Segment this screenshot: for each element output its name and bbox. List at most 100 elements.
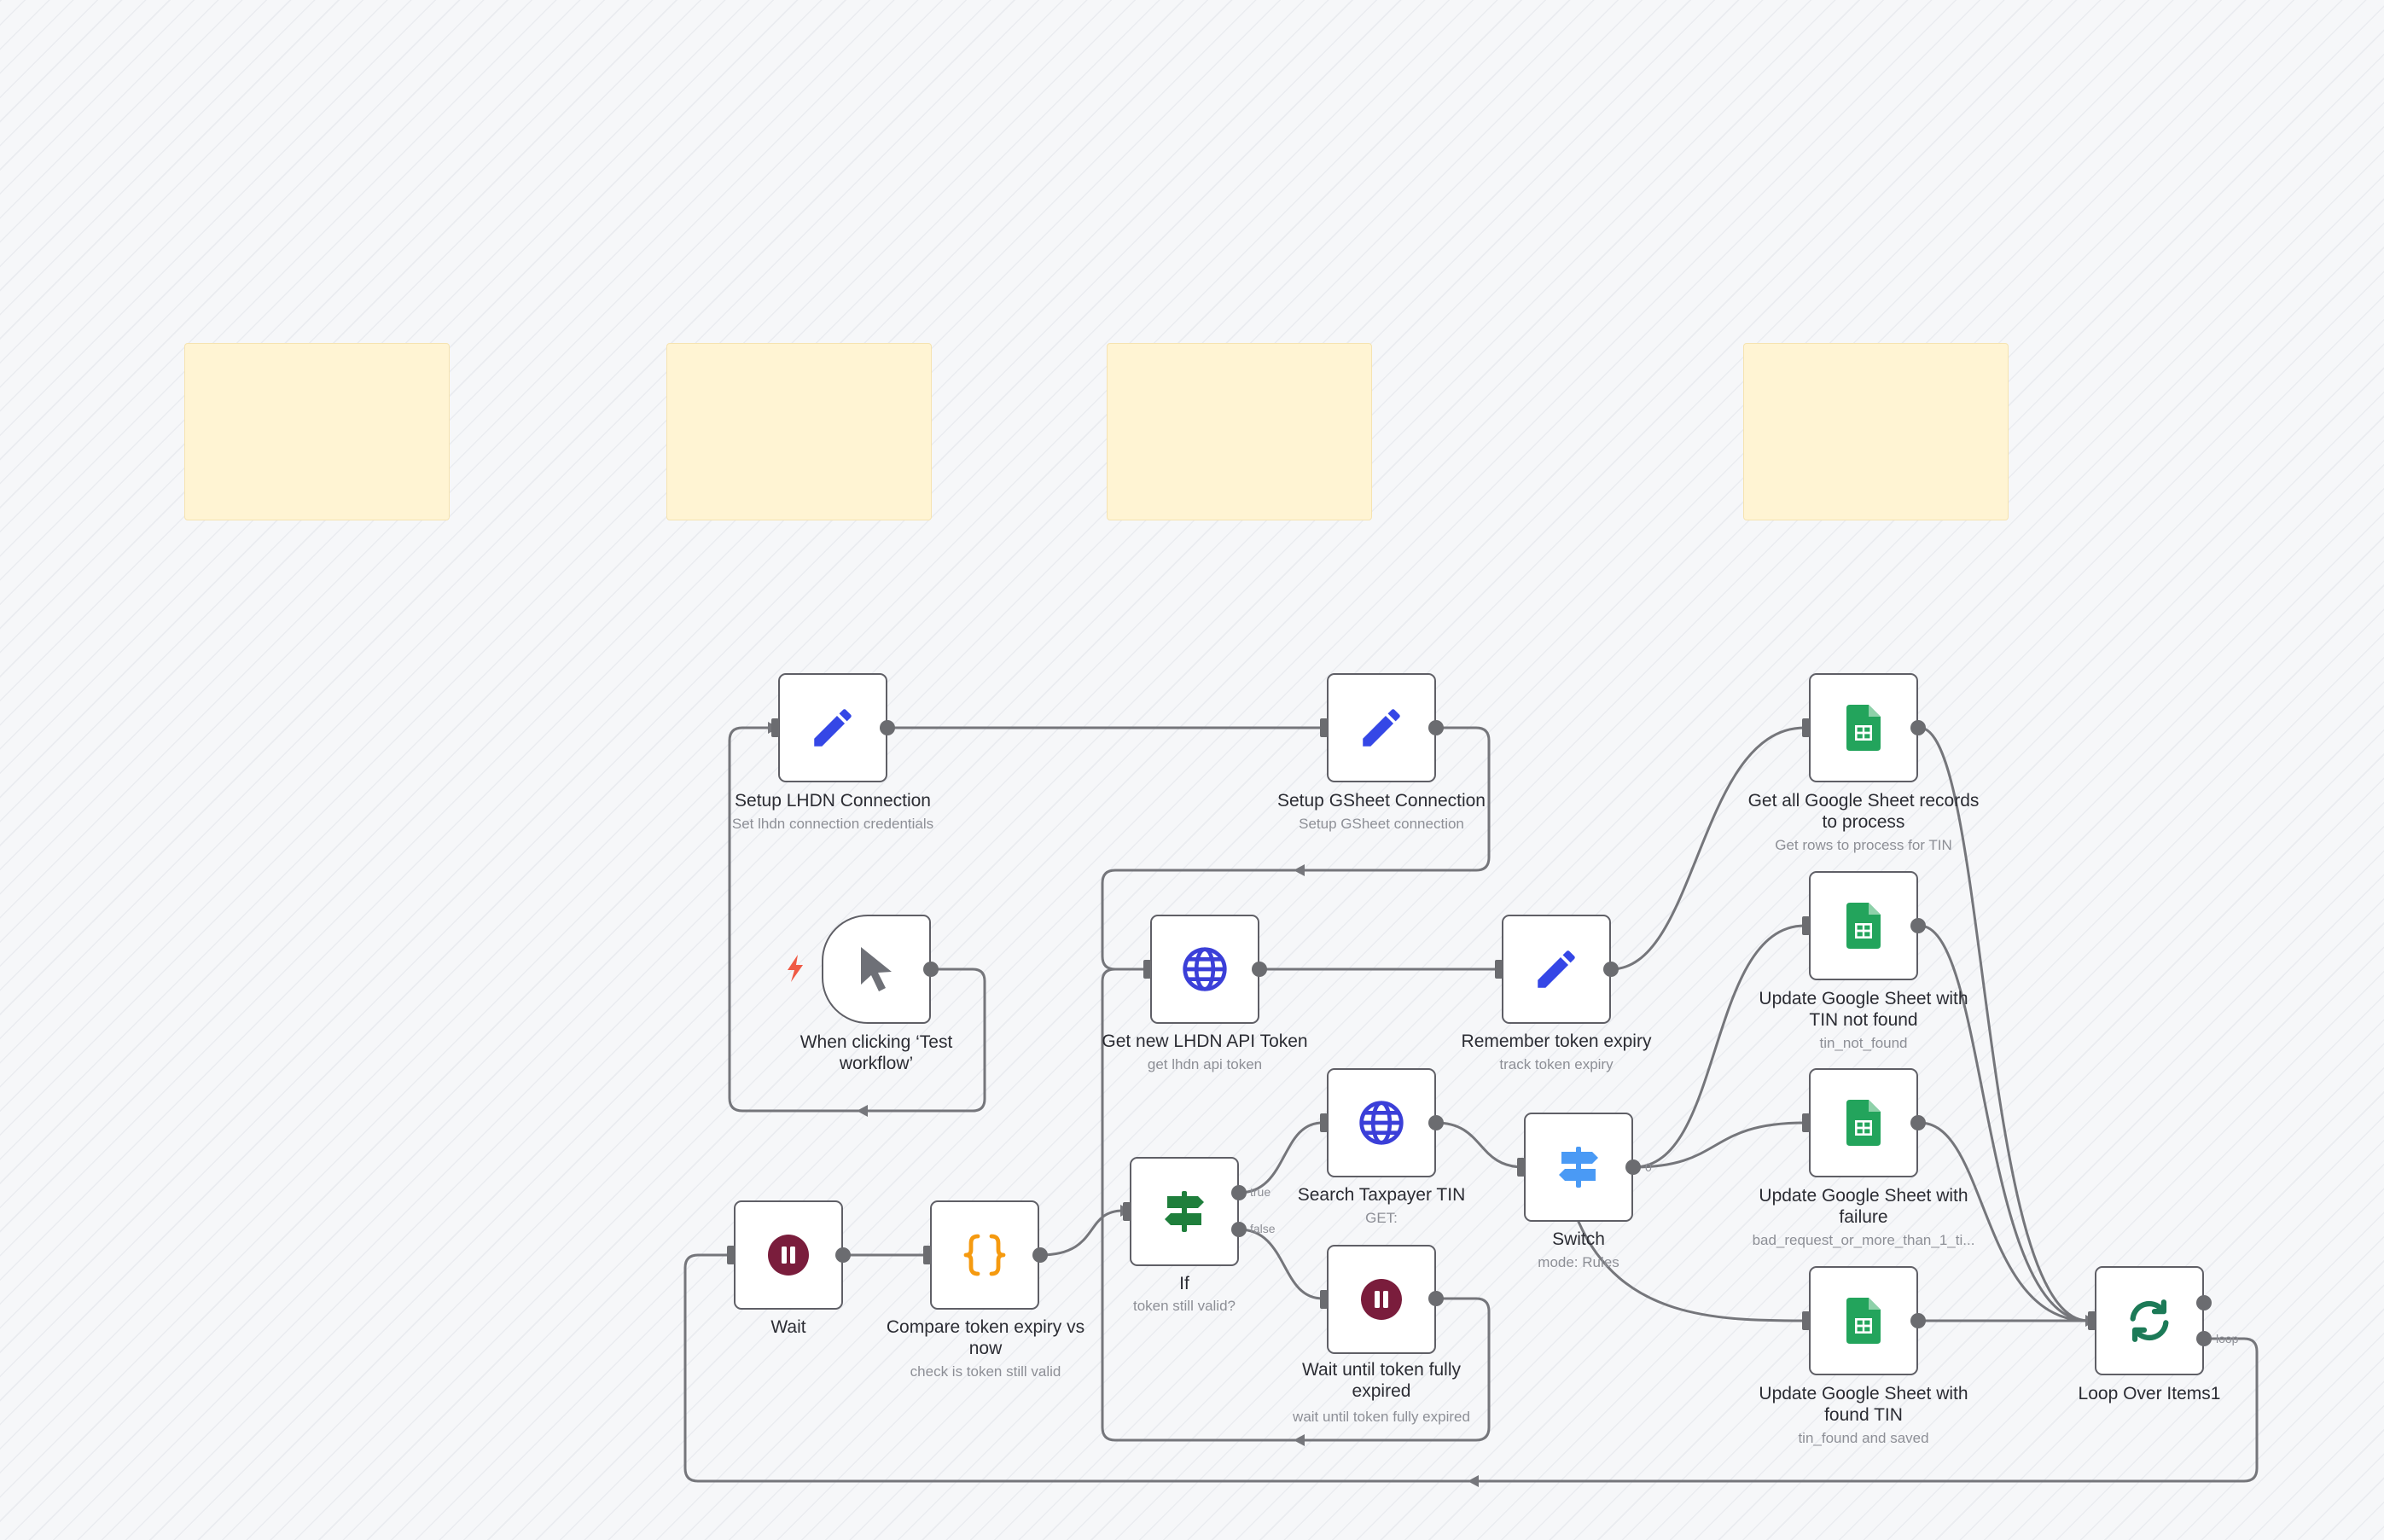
- output-port-done[interactable]: [2196, 1295, 2212, 1310]
- output-port[interactable]: [923, 962, 939, 977]
- globe-icon: [1358, 1099, 1405, 1147]
- input-port[interactable]: [1320, 1290, 1328, 1309]
- input-port[interactable]: [1517, 1158, 1525, 1177]
- node-wait-until-token-expired[interactable]: [1327, 1245, 1436, 1354]
- node-loop-over-items[interactable]: [2095, 1266, 2204, 1375]
- input-port[interactable]: [771, 718, 779, 737]
- output-port-true[interactable]: [1231, 1185, 1247, 1200]
- connection: [1038, 1209, 1125, 1257]
- connection: [1237, 1228, 1324, 1300]
- sticky-note[interactable]: [184, 343, 450, 520]
- output-port-false[interactable]: [1231, 1222, 1247, 1237]
- node-if[interactable]: [1130, 1157, 1239, 1266]
- output-port[interactable]: [1603, 962, 1619, 977]
- node-subtitle: token still valid?: [1132, 1298, 1236, 1314]
- pencil-icon: [808, 703, 858, 753]
- node-get-lhdn-api-token[interactable]: [1150, 915, 1259, 1024]
- output-port[interactable]: [1428, 1115, 1444, 1130]
- input-port[interactable]: [1495, 960, 1503, 979]
- output-port[interactable]: [880, 720, 895, 735]
- input-port[interactable]: [1802, 718, 1810, 737]
- pencil-icon: [1532, 944, 1581, 994]
- output-label-loop: loop: [2216, 1332, 2239, 1345]
- node-subtitle: tin_found and saved: [1798, 1430, 1929, 1446]
- node-wait[interactable]: [734, 1200, 843, 1310]
- node-setup-gsheet-connection[interactable]: [1327, 673, 1436, 782]
- output-port-loop[interactable]: [2196, 1331, 2212, 1346]
- node-manual-trigger[interactable]: [822, 915, 931, 1024]
- node-title: Update Google Sheet with TIN not found: [1759, 989, 1968, 1030]
- input-port[interactable]: [1802, 916, 1810, 935]
- node-switch[interactable]: [1524, 1113, 1633, 1222]
- node-title: Remember token expiry: [1461, 1032, 1652, 1051]
- node-subtitle: GET:: [1365, 1210, 1398, 1226]
- output-port[interactable]: [1252, 962, 1267, 977]
- output-port[interactable]: [1910, 918, 1926, 933]
- output-port[interactable]: [1428, 1291, 1444, 1306]
- output-port[interactable]: [1032, 1247, 1048, 1263]
- connection: [1632, 1121, 1806, 1169]
- arrowhead: [857, 1105, 868, 1117]
- input-port[interactable]: [1320, 718, 1328, 737]
- node-title: When clicking ‘Test workflow’: [800, 1032, 953, 1073]
- node-subtitle: wait until token fully expired: [1293, 1409, 1470, 1425]
- signpost-icon: [1160, 1188, 1208, 1235]
- connection: [1918, 1121, 2090, 1322]
- input-port[interactable]: [1802, 1311, 1810, 1330]
- google-sheets-icon: [1846, 1100, 1881, 1146]
- node-update-sheet-tin-not-found[interactable]: [1809, 871, 1918, 980]
- node-subtitle: bad_request_or_more_than_1_ti...: [1752, 1232, 1975, 1248]
- output-port[interactable]: [835, 1247, 851, 1263]
- pause-icon: [1361, 1279, 1402, 1320]
- output-port[interactable]: [1625, 1159, 1641, 1175]
- input-port[interactable]: [1143, 960, 1151, 979]
- node-subtitle: get lhdn api token: [1147, 1056, 1263, 1072]
- output-label-false: false: [1250, 1222, 1276, 1235]
- node-compare-token-expiry[interactable]: [930, 1200, 1039, 1310]
- node-setup-lhdn-connection[interactable]: [778, 673, 887, 782]
- arrowhead: [1468, 1475, 1479, 1487]
- output-port[interactable]: [1428, 720, 1444, 735]
- output-port[interactable]: [1910, 720, 1926, 735]
- output-port[interactable]: [1910, 1313, 1926, 1328]
- node-subtitle: Set lhdn connection credentials: [731, 816, 934, 832]
- connection: [1434, 1121, 1526, 1169]
- lightning-bolt-icon: [786, 955, 805, 986]
- output-port[interactable]: [1910, 1115, 1926, 1130]
- node-title: Setup LHDN Connection: [735, 791, 931, 811]
- output-label-true: true: [1250, 1185, 1271, 1199]
- input-port[interactable]: [1802, 1113, 1810, 1132]
- input-port[interactable]: [1320, 1113, 1328, 1132]
- node-get-all-google-sheet-records[interactable]: [1809, 673, 1918, 782]
- node-update-sheet-found-tin[interactable]: [1809, 1266, 1918, 1375]
- connection: [1918, 924, 2090, 1322]
- node-subtitle: track token expiry: [1499, 1056, 1614, 1072]
- google-sheets-icon: [1846, 705, 1881, 751]
- sticky-note[interactable]: [1107, 343, 1372, 520]
- input-port[interactable]: [727, 1246, 735, 1264]
- node-title: Update Google Sheet with found TIN: [1759, 1384, 1968, 1425]
- connection: [1918, 726, 2090, 1322]
- node-remember-token-expiry[interactable]: [1502, 915, 1611, 1024]
- node-title: Compare token expiry vs now: [886, 1317, 1085, 1358]
- node-title: If: [1179, 1274, 1189, 1293]
- node-title: Get all Google Sheet records to process: [1747, 791, 1980, 832]
- node-search-taxpayer-tin[interactable]: [1327, 1068, 1436, 1177]
- google-sheets-icon: [1846, 1298, 1881, 1344]
- pencil-icon: [1357, 703, 1406, 753]
- input-port[interactable]: [2088, 1311, 2096, 1330]
- node-title: Wait: [770, 1317, 806, 1337]
- node-subtitle: check is token still valid: [910, 1363, 1061, 1380]
- sticky-note[interactable]: [666, 343, 932, 520]
- input-port[interactable]: [923, 1246, 931, 1264]
- node-subtitle: Get rows to process for TIN: [1775, 837, 1952, 853]
- sticky-note[interactable]: [1743, 343, 2009, 520]
- input-port[interactable]: [1123, 1202, 1131, 1221]
- arrowhead: [1294, 1434, 1305, 1446]
- connection: [1609, 726, 1806, 971]
- node-subtitle: tin_not_found: [1819, 1035, 1908, 1051]
- node-title: Switch: [1552, 1229, 1605, 1249]
- node-update-sheet-failure[interactable]: [1809, 1068, 1918, 1177]
